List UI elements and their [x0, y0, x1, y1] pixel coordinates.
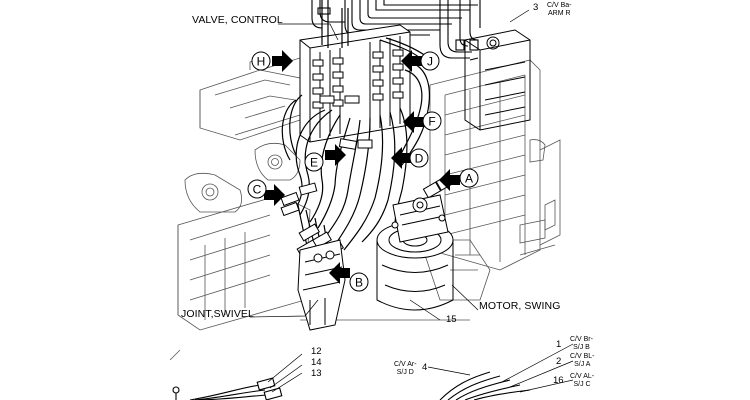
arrow-j [401, 50, 422, 72]
arrow-d [391, 147, 412, 169]
callout-circle-c [247, 179, 267, 199]
callout-circle-b [349, 272, 369, 292]
callout-b: B [355, 276, 363, 290]
callout-e: E [310, 156, 318, 170]
arrow-b [329, 262, 350, 284]
callout-circle-e [304, 152, 324, 172]
callout-letters: H J F D E A C B [253, 55, 473, 290]
lower-detail [172, 371, 531, 400]
label-cv-bl-line2: S/J A [574, 360, 591, 368]
label-cv-bl-line1: C/V BL- [570, 353, 595, 360]
part-number-12: 12 [311, 346, 322, 357]
callout-circles [247, 51, 479, 292]
part-number-16: 16 [553, 375, 564, 386]
label-cv-bl-sj-a: C/V BL- S/J A [570, 353, 595, 368]
label-cv-al-line2: S/J C [573, 380, 591, 388]
part-number-15: 15 [446, 314, 457, 325]
label-cv-br-line2: S/J B [573, 343, 590, 351]
callout-j: J [427, 55, 433, 69]
part-number-4: 4 [422, 362, 428, 373]
part-number-3: 3 [533, 2, 539, 13]
arrow-e [325, 144, 346, 166]
callout-c: C [253, 183, 262, 197]
part-number-1: 1 [556, 339, 562, 350]
label-cv-ba-arm-r: C/V Ba- ARM R [547, 2, 572, 17]
callout-circle-j [420, 51, 440, 71]
callout-circle-d [409, 148, 429, 168]
label-cv-al-line1: C/V AL- [570, 373, 595, 380]
label-valve-control: VALVE, CONTROL [192, 14, 283, 26]
label-joint-swivel: JOINT,SWIVEL [181, 308, 254, 320]
callout-circle-a [459, 168, 479, 188]
arrow-c [264, 184, 285, 206]
arrow-h [272, 50, 293, 72]
label-cv-ar-sj-d: C/V Ar- S/J D [394, 361, 417, 376]
label-cv-ar-line2: S/J D [396, 368, 414, 376]
callout-a: A [465, 172, 473, 186]
callout-f: F [428, 115, 435, 129]
callout-arrows [264, 50, 460, 284]
label-cv-br-line1: C/V Br- [570, 336, 593, 343]
label-cv-al-sj-c: C/V AL- S/J C [570, 373, 594, 388]
hydraulic-tank [464, 29, 531, 131]
label-cv-br-sj-b: C/V Br- S/J B [570, 336, 593, 351]
label-motor-swing: MOTOR, SWING [479, 300, 561, 312]
part-number-2: 2 [556, 356, 562, 367]
part-number-13: 13 [311, 368, 322, 379]
leader-lines [249, 9, 574, 393]
arrow-f [403, 111, 424, 133]
callout-circle-h [251, 51, 271, 71]
part-number-14: 14 [311, 357, 322, 368]
callout-h: H [257, 55, 266, 69]
label-cv-ar-line1: C/V Ar- [394, 361, 417, 368]
arrow-a [439, 169, 460, 191]
label-cv-ba-line2: ARM R [547, 9, 571, 17]
callout-d: D [415, 152, 424, 166]
swing-motor [376, 194, 454, 311]
swivel-joint [297, 239, 346, 331]
label-cv-ba-line1: C/V Ba- [547, 2, 572, 9]
callout-circle-f [422, 111, 442, 131]
